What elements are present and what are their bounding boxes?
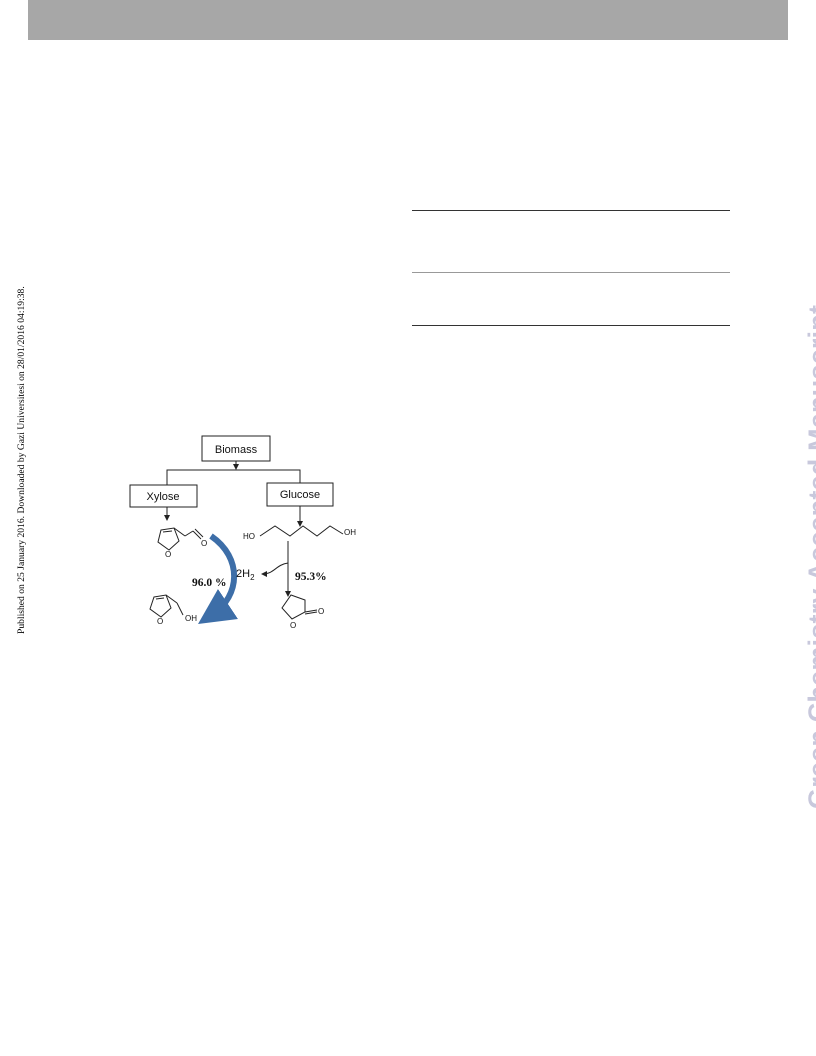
xylose-box — [129, 484, 198, 508]
table-bottom-rule — [412, 325, 730, 326]
hydrogen-label: 2H2 — [236, 568, 255, 582]
header-bar — [28, 0, 788, 40]
aldehyde-oxygen: O — [201, 539, 207, 548]
hydroxyl-left: HO — [243, 532, 255, 541]
hydrogen-release-arrow — [261, 562, 289, 577]
hydroxyl-right: OH — [344, 528, 356, 537]
lactone-molecule: O O — [281, 594, 324, 630]
xylose-label: Xylose — [146, 491, 179, 503]
manuscript-watermark: Green Chemistry Accepted Manuscript — [803, 304, 816, 809]
split-bracket — [166, 469, 301, 485]
glucose-label: Glucose — [280, 489, 320, 501]
lactone-ring-oxygen: O — [290, 621, 296, 630]
biomass-box — [201, 435, 271, 462]
yield-left: 96.0 % — [192, 577, 227, 589]
furfural-molecule: O O — [157, 527, 207, 559]
scheme-graphic: Biomass Xylose Glucose O O 96.0 % — [129, 435, 356, 630]
hydroxyl-label: OH — [185, 614, 197, 623]
yield-right: 95.3% — [295, 571, 327, 583]
biomass-label: Biomass — [215, 444, 258, 456]
furan-oxygen-2: O — [157, 617, 163, 626]
hydrogenation-arrow — [198, 533, 238, 624]
table-mid-rule — [412, 272, 730, 273]
publication-note: Published on 25 January 2016. Downloaded… — [16, 286, 27, 634]
furfuryl-alcohol-molecule: OH O — [149, 594, 197, 626]
pentanediol-molecule: HO OH — [243, 525, 356, 541]
furan-oxygen: O — [165, 550, 171, 559]
table-top-rule — [412, 210, 730, 211]
reaction-scheme: Biomass Xylose Glucose O O 96.0 % — [125, 428, 375, 630]
lactone-carbonyl-oxygen: O — [318, 607, 324, 616]
